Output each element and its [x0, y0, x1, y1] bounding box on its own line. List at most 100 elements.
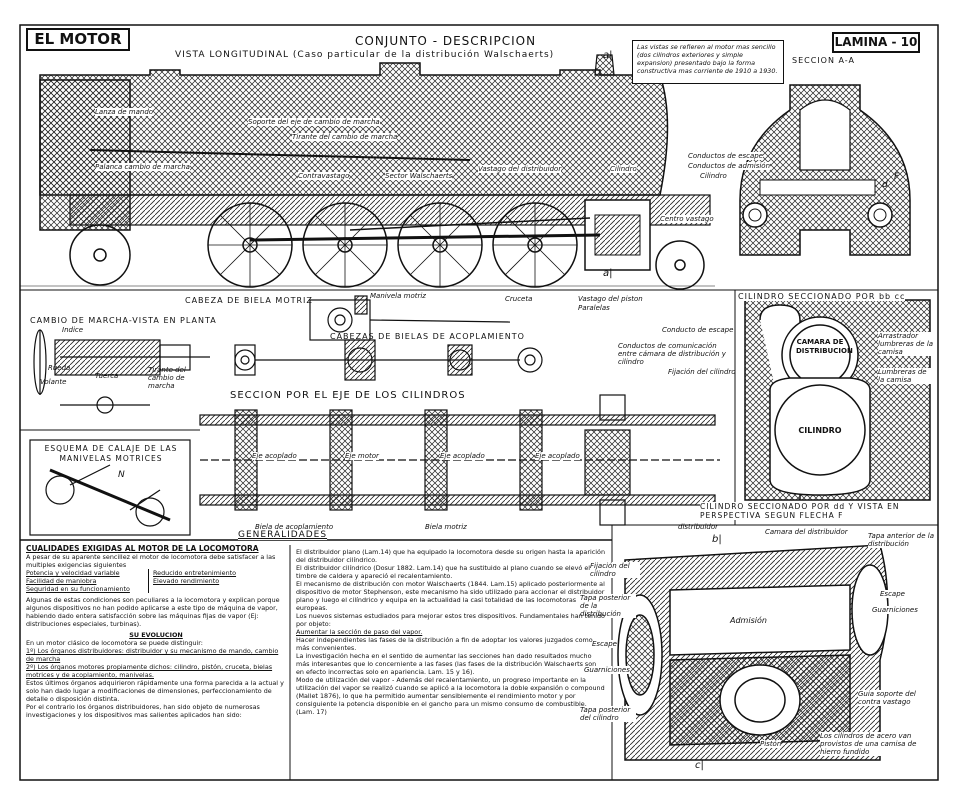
mark-a-top: a| [603, 50, 613, 61]
right-p4: Los nuevos sistemas estudiados para mejo… [296, 612, 605, 628]
label-dd-escape-right: Escape [880, 590, 905, 598]
plate-number: LAMINA - 10 [832, 32, 920, 53]
label-dd-guarniciones-left: Guarniciones [584, 666, 630, 674]
label-bb-arrastrador: Arrastrador lumbreras de la camisa [878, 332, 934, 356]
evolucion-p1: Estos últimos órganos adquirieron rápida… [26, 679, 284, 703]
right-p7: La investigación hecha en el sentido de … [296, 652, 597, 676]
label-bb-escape: Conducto de escape [662, 326, 734, 334]
label-dd-fijacion: Fijación del cilindro [590, 562, 640, 578]
cilindro-bb-caption: CILINDRO SECCIONADO POR bb cc [738, 292, 906, 301]
label-aa-f: F [894, 172, 900, 182]
seccion-eje-caption: SECCION POR EL EJE DE LOS CILINDROS [230, 390, 466, 401]
evolucion-1: 1º) Los órganos distribuidores: distribu… [26, 647, 279, 663]
cilindro-dd-caption: CILINDRO SECCIONADO POR dd Y VISTA EN PE… [700, 502, 900, 520]
generalidades-left-column: CUALIDADES EXIGIDAS AL MOTOR DE LA LOCOM… [26, 544, 286, 720]
chimney [594, 54, 615, 76]
label-dd-tapa-posterior-dist: Tapa posterior de la distribución [580, 594, 636, 618]
label-dd-tapa-posterior-cil: Tapa posterior del cilindro [580, 706, 636, 722]
label-bb-camara: CAMARA DE DISTRIBUCION [796, 338, 853, 355]
label-dd-admision: Admisión [730, 616, 767, 625]
generalidades-title: GENERALIDADES [238, 530, 328, 540]
right-p8: Modo de utilización del vapor - Además d… [296, 676, 605, 716]
label-eje-3: Eje acoplado [440, 452, 485, 460]
cualidades-title: CUALIDADES EXIGIDAS AL MOTOR DE LA LOCOM… [26, 544, 259, 553]
right-p2: El distribuidor cilíndrico (Dosur 1882. … [296, 564, 591, 580]
label-dd-camara: Camara del distribuidor [765, 528, 848, 536]
cualidad-5: Elevado rendimiento [153, 577, 220, 585]
label-dd-tapa-anterior: Tapa anterior de la distribución [868, 532, 934, 548]
label-biela-acoplamiento: Biela de acoplamiento [255, 523, 334, 531]
cambio-marcha-drawing [33, 329, 210, 414]
section-aa-drawing [739, 84, 911, 256]
label-vastago-distribuidor: Vastago del distribuidor [478, 165, 562, 173]
label-cruceta: Cruceta [505, 295, 533, 303]
label-bb-comunicacion: Conductos de comunicación entre cámara d… [618, 342, 726, 366]
label-soporte-eje: Soporte del eje de cambio de marcha [248, 118, 380, 126]
biela-motriz-drawing [309, 295, 511, 341]
label-lanza: Lanza de mando [95, 108, 154, 116]
sheet-frame [19, 24, 939, 781]
label-paralelas: Paralelas [578, 304, 610, 312]
mark-b: b| [712, 534, 722, 545]
label-volante: Volante [40, 378, 67, 386]
note-box: Las vistas se refieren al motor mas senc… [632, 40, 784, 84]
label-bb-fijacion: Fijación del cilindro [668, 368, 736, 376]
longitudinal-caption: VISTA LONGITUDINAL (Caso particular de l… [175, 50, 555, 60]
label-eje-2: Eje motor [345, 452, 379, 460]
subtitle: CONJUNTO - DESCRIPCION [355, 34, 537, 48]
cambio-marcha-caption: CAMBIO DE MARCHA-VISTA EN PLANTA [30, 316, 217, 325]
seccion-eje-drawing [199, 394, 720, 526]
label-dd-camisa: Los cilindros de acero van provistos de … [820, 732, 932, 756]
cualidades-intro: A pesar de su aparente sencillez el moto… [26, 553, 276, 569]
cilindro-bb-drawing [744, 299, 931, 501]
mark-a-bottom: a| [603, 268, 613, 279]
generalidades-right-column: El distribuidor plano (Lam.14) que ha eq… [296, 548, 606, 716]
label-sector: Sector Walschaerts [385, 172, 453, 180]
label-biela-motriz: Biela motriz [425, 523, 467, 531]
evolucion-title: SU EVOLUCION [129, 631, 183, 639]
title-box: EL MOTOR [26, 28, 130, 51]
label-vastago-piston: Vastago del piston [578, 295, 643, 303]
calaje-drawing [29, 439, 191, 536]
label-aa-admision: Conductos de admisión [688, 162, 771, 170]
label-centro-vastago: Centro vastago [660, 215, 714, 223]
cualidades-p2: Algunas de estas condiciones son peculia… [26, 596, 280, 628]
boiler [39, 62, 669, 196]
label-manivela: Manivela motriz [370, 292, 426, 300]
biela-motriz-caption: CABEZA DE BIELA MOTRIZ [185, 296, 313, 305]
label-cilindro: Cilindro [610, 165, 637, 173]
label-dd-guia: Guia soporte del contra vastago [858, 690, 934, 706]
label-contravastago: Contravastago [298, 172, 350, 180]
cualidad-4: Reducido entretenimiento [153, 569, 237, 577]
label-tirante-cambio: Tirante del cambio de marcha [148, 366, 186, 390]
label-tirante: Tirante del cambio de marcha [292, 133, 398, 141]
evolucion-2: 2º) Los órganos motores propiamente dich… [26, 663, 273, 679]
calaje-n: N [118, 470, 125, 480]
evolucion-intro: En un motor clásico de locomotora se pue… [26, 639, 203, 647]
right-p1: El distribuidor plano (Lam.14) que ha eq… [296, 548, 606, 564]
cualidad-3: Seguridad en su funcionamiento [26, 585, 130, 593]
label-aa-d: d [882, 180, 888, 190]
evolucion-p2: Por el contrario los órganos distribuido… [26, 703, 260, 719]
right-p5: Aumentar la sección de paso del vapor. [296, 628, 423, 636]
right-p6: Hacer independientes las fases de la dis… [296, 636, 593, 652]
label-dd-guarniciones-right: Guarniciones [872, 606, 918, 614]
label-bb-cilindro: CILINDRO [798, 426, 842, 435]
acoplamiento-drawing [234, 339, 543, 381]
label-aa-cilindro: Cilindro [700, 172, 727, 180]
right-p3: El mecanismo de distribución con motor W… [296, 580, 605, 612]
label-dd-escape-left: Escape [592, 640, 617, 648]
calaje-caption: ESQUEMA DE CALAJE DE LAS MANIVELAS MOTRI… [44, 444, 178, 463]
label-aa-escape: Conductos de escape [688, 152, 764, 160]
label-tuerca: Tuerca [95, 372, 119, 380]
label-eje-4: Eje acoplado [535, 452, 580, 460]
locomotive-longitudinal-view [20, 54, 938, 291]
note-text: Las vistas se refieren al motor mas senc… [637, 43, 778, 75]
label-dd-piston: Pistón [760, 740, 782, 748]
section-aa-caption: SECCION A-A [792, 56, 855, 65]
cualidades-list: Potencia y velocidad variable Facilidad … [26, 569, 286, 593]
label-palanca: Palanca cambio de marcha [95, 163, 190, 171]
label-distribuidor: distribuidor [678, 523, 719, 531]
acoplamiento-caption: CABEZAS DE BIELAS DE ACOPLAMIENTO [330, 332, 525, 341]
mark-c: c| [695, 760, 704, 771]
